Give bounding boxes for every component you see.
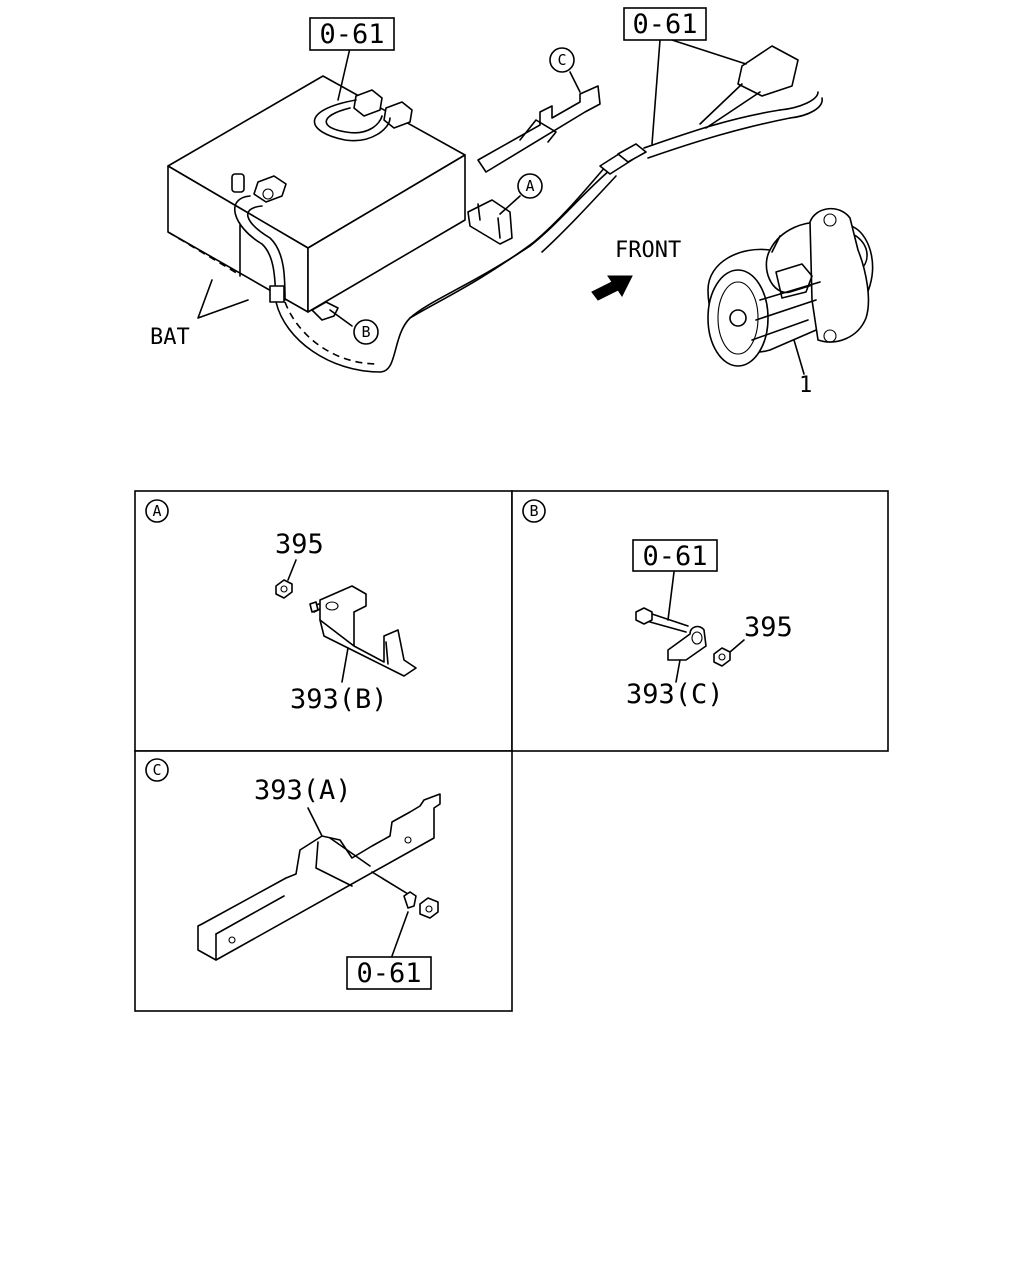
panel-c: C 393(A) 0-61	[145, 758, 441, 990]
main-assembly	[167, 7, 874, 375]
panel-a-bracket-label: 393(B)	[290, 684, 388, 715]
panel-b-ref-label: 0-61	[642, 541, 707, 572]
callout-c-letter: C	[557, 51, 566, 69]
panel-b: B 0-61 395 393(C)	[522, 499, 793, 710]
front-label: FRONT	[615, 238, 681, 263]
panel-c-ref-label: 0-61	[356, 958, 421, 989]
callout-c: C	[549, 47, 575, 73]
battery-cable	[275, 45, 823, 373]
starter-part-number: 1	[799, 373, 812, 398]
callout-a: A	[517, 173, 543, 199]
front-arrow	[591, 275, 633, 301]
bracket-c	[477, 85, 601, 173]
ref-label-top-right: 0-61	[632, 9, 697, 40]
panel-b-nut-label: 395	[744, 612, 793, 643]
callout-a-letter: A	[525, 177, 534, 195]
panel-c-tag: C	[152, 761, 161, 779]
ref-label-top-left: 0-61	[319, 19, 384, 50]
callout-b-letter: B	[361, 323, 370, 341]
callout-b: B	[353, 319, 379, 345]
detail-panels-frame	[134, 490, 889, 1012]
battery	[167, 75, 466, 313]
panel-a: A 395 393(B)	[145, 499, 417, 715]
starter-motor	[707, 207, 874, 367]
bracket-a	[467, 199, 513, 245]
panel-b-bracket-label: 393(C)	[626, 679, 724, 710]
panel-c-bracket-label: 393(A)	[254, 775, 352, 806]
panel-b-tag: B	[529, 502, 538, 520]
panel-a-nut-label: 395	[275, 529, 324, 560]
bat-label: BAT	[150, 325, 190, 350]
panel-a-tag: A	[152, 502, 161, 520]
